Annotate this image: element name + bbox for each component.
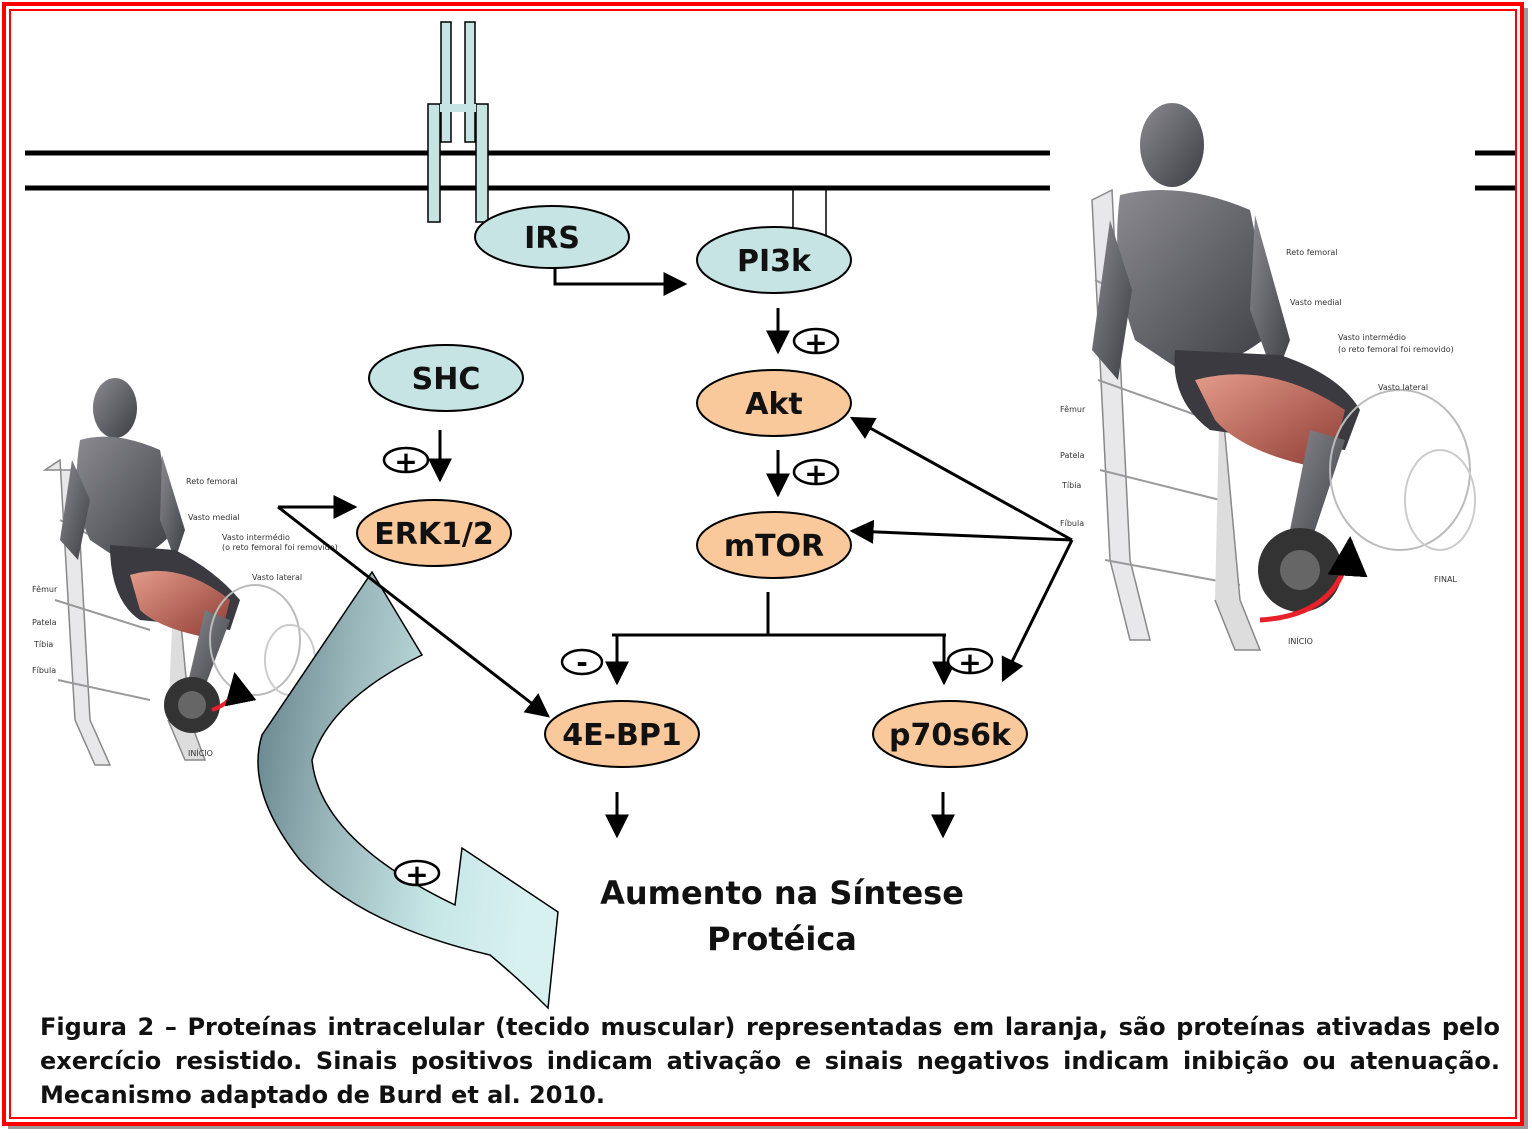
anat-tibia-right: Tíbia <box>1061 481 1081 490</box>
anat-vasto-medial-right: Vasto medial <box>1290 298 1342 307</box>
plus-sign-mtor-p70s6k: + <box>946 646 994 679</box>
big-curved-arrow <box>257 570 559 1010</box>
svg-text:+: + <box>804 457 827 490</box>
node-shc: SHC <box>368 344 524 412</box>
arrow-exercise-to-mtor <box>849 519 1073 544</box>
node-mtor-label: mTOR <box>724 529 824 564</box>
insulin-receptor <box>427 21 489 223</box>
anat-vasto-lateral-left: Vasto lateral <box>252 573 302 582</box>
leg-extension-illustration-right: Reto femoral Vasto medial Vasto interméd… <box>1060 103 1476 651</box>
node-irs-label: IRS <box>524 221 580 256</box>
node-erk-label: ERK1/2 <box>374 517 494 552</box>
figure-caption: Figura 2 – Proteínas intracelular (tecid… <box>40 1013 1500 1109</box>
node-4ebp1-label: 4E-BP1 <box>562 718 682 753</box>
node-irs: IRS <box>474 205 630 269</box>
svg-text:+: + <box>394 445 417 478</box>
anat-reto-femoral-left: Reto femoral <box>186 477 238 486</box>
plus-sign-pi3k-akt: + <box>792 326 840 359</box>
arrow-exercise-to-akt <box>849 416 1073 542</box>
arrow-exercise-to-4ebp1 <box>277 505 550 718</box>
anat-fibula-right: Fíbula <box>1060 519 1084 528</box>
minus-sign-mtor-4ebp1: - <box>560 646 604 679</box>
anat-fibula-left: Fíbula <box>32 666 56 675</box>
node-mtor: mTOR <box>696 511 852 579</box>
anat-inicio-right: INÍCIO <box>1288 635 1313 646</box>
anat-femur-left: Fêmur <box>32 584 58 594</box>
svg-text:+: + <box>405 858 428 891</box>
node-pi3k-label: PI3k <box>737 244 812 279</box>
node-pi3k: PI3k <box>696 226 852 294</box>
plus-sign-akt-mtor: + <box>792 457 840 490</box>
arrow-irs-to-pi3k <box>553 268 688 296</box>
node-p70s6k: p70s6k <box>872 700 1028 768</box>
node-p70s6k-label: p70s6k <box>889 718 1012 753</box>
result-line-2: Protéica <box>707 920 857 958</box>
node-erk: ERK1/2 <box>356 499 512 567</box>
anat-vasto-intermedio-right: Vasto intermédio <box>1338 332 1406 342</box>
svg-text:-: - <box>576 646 588 679</box>
anat-vasto-intermedio-left: Vasto intermédio <box>222 532 290 542</box>
anat-inicio-left: INÍCIO <box>188 747 213 758</box>
leg-extension-illustration-left: Reto femoral Vasto medial Vasto interméd… <box>32 378 338 766</box>
anat-femur-right: Fêmur <box>1060 404 1086 414</box>
arrow-exercise-to-p70s6k <box>1001 539 1074 683</box>
anat-patela-right: Patela <box>1060 451 1085 460</box>
node-shc-label: SHC <box>412 362 481 397</box>
node-akt-label: Akt <box>745 387 803 422</box>
plus-sign-big-arrow: + <box>393 858 441 891</box>
pathway-arrows <box>277 268 1074 839</box>
node-akt: Akt <box>696 369 852 437</box>
node-4ebp1: 4E-BP1 <box>544 700 700 768</box>
cell-membrane <box>25 150 1515 191</box>
inner-red-border <box>9 9 1517 1119</box>
anat-tibia-left: Tíbia <box>33 640 53 649</box>
plus-sign-shc-erk: + <box>382 445 430 478</box>
anat-vasto-lateral-right: Vasto lateral <box>1378 383 1428 392</box>
anat-reto-removido-left: (o reto femoral foi removido) <box>222 543 338 552</box>
svg-text:+: + <box>958 646 981 679</box>
anat-patela-left: Patela <box>32 618 57 627</box>
anat-final-right: FINAL <box>1434 575 1457 584</box>
anat-reto-femoral-right: Reto femoral <box>1286 248 1338 257</box>
result-line-1: Aumento na Síntese <box>600 874 964 912</box>
arrow-mtor-branch <box>612 592 946 637</box>
svg-text:+: + <box>804 326 827 359</box>
anat-reto-removido-right: (o reto femoral foi removido) <box>1338 345 1454 354</box>
anat-vasto-medial-left: Vasto medial <box>188 513 240 522</box>
